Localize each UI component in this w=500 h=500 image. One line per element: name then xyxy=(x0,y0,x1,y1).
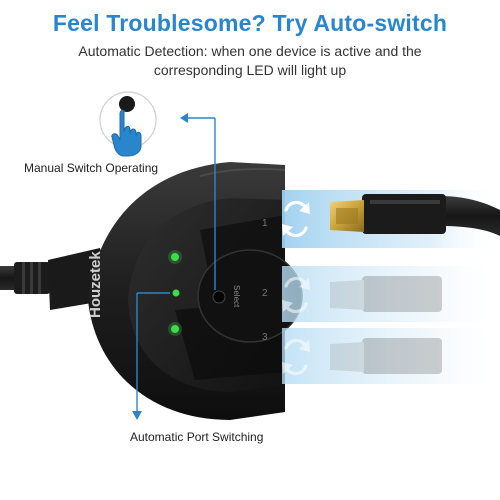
right-hdmi-cable xyxy=(330,194,500,236)
manual-switch-label: Manual Switch Operating xyxy=(24,161,159,175)
led-port-1 xyxy=(171,253,179,261)
led-port-2 xyxy=(172,289,180,297)
faded-plug-3 xyxy=(330,338,442,374)
port-number-2: 2 xyxy=(262,288,268,299)
select-button[interactable] xyxy=(212,290,226,304)
auto-switch-icon xyxy=(282,200,310,238)
auto-switch-icon-3 xyxy=(282,338,310,376)
hdmi-switcher-body xyxy=(88,162,303,420)
port-number-3: 3 xyxy=(262,332,268,343)
port-number-1: 1 xyxy=(262,218,268,229)
select-button-label: Select xyxy=(232,285,241,308)
subtitle-line-1: Automatic Detection: when one device is … xyxy=(78,43,422,59)
subtitle-line-2: corresponding LED will light up xyxy=(153,62,347,78)
auto-switch-panel-3 xyxy=(282,328,500,384)
subtitle: Automatic Detection: when one device is … xyxy=(20,42,480,80)
touch-hand-icon xyxy=(99,91,157,157)
arrow-down-icon xyxy=(132,292,170,420)
auto-switch-label: Automatic Port Switching xyxy=(130,430,264,444)
led-port-3 xyxy=(171,325,179,333)
faded-plug-2 xyxy=(330,276,442,312)
headline: Feel Troublesome? Try Auto-switch xyxy=(52,10,448,36)
auto-switch-panel-2 xyxy=(282,266,500,322)
auto-switch-icon-2 xyxy=(282,276,310,314)
led-glow-3 xyxy=(168,322,182,336)
brand-logo: Houzetek xyxy=(87,251,104,318)
arrow-up-icon xyxy=(180,113,216,290)
led-glow-1 xyxy=(168,250,182,264)
